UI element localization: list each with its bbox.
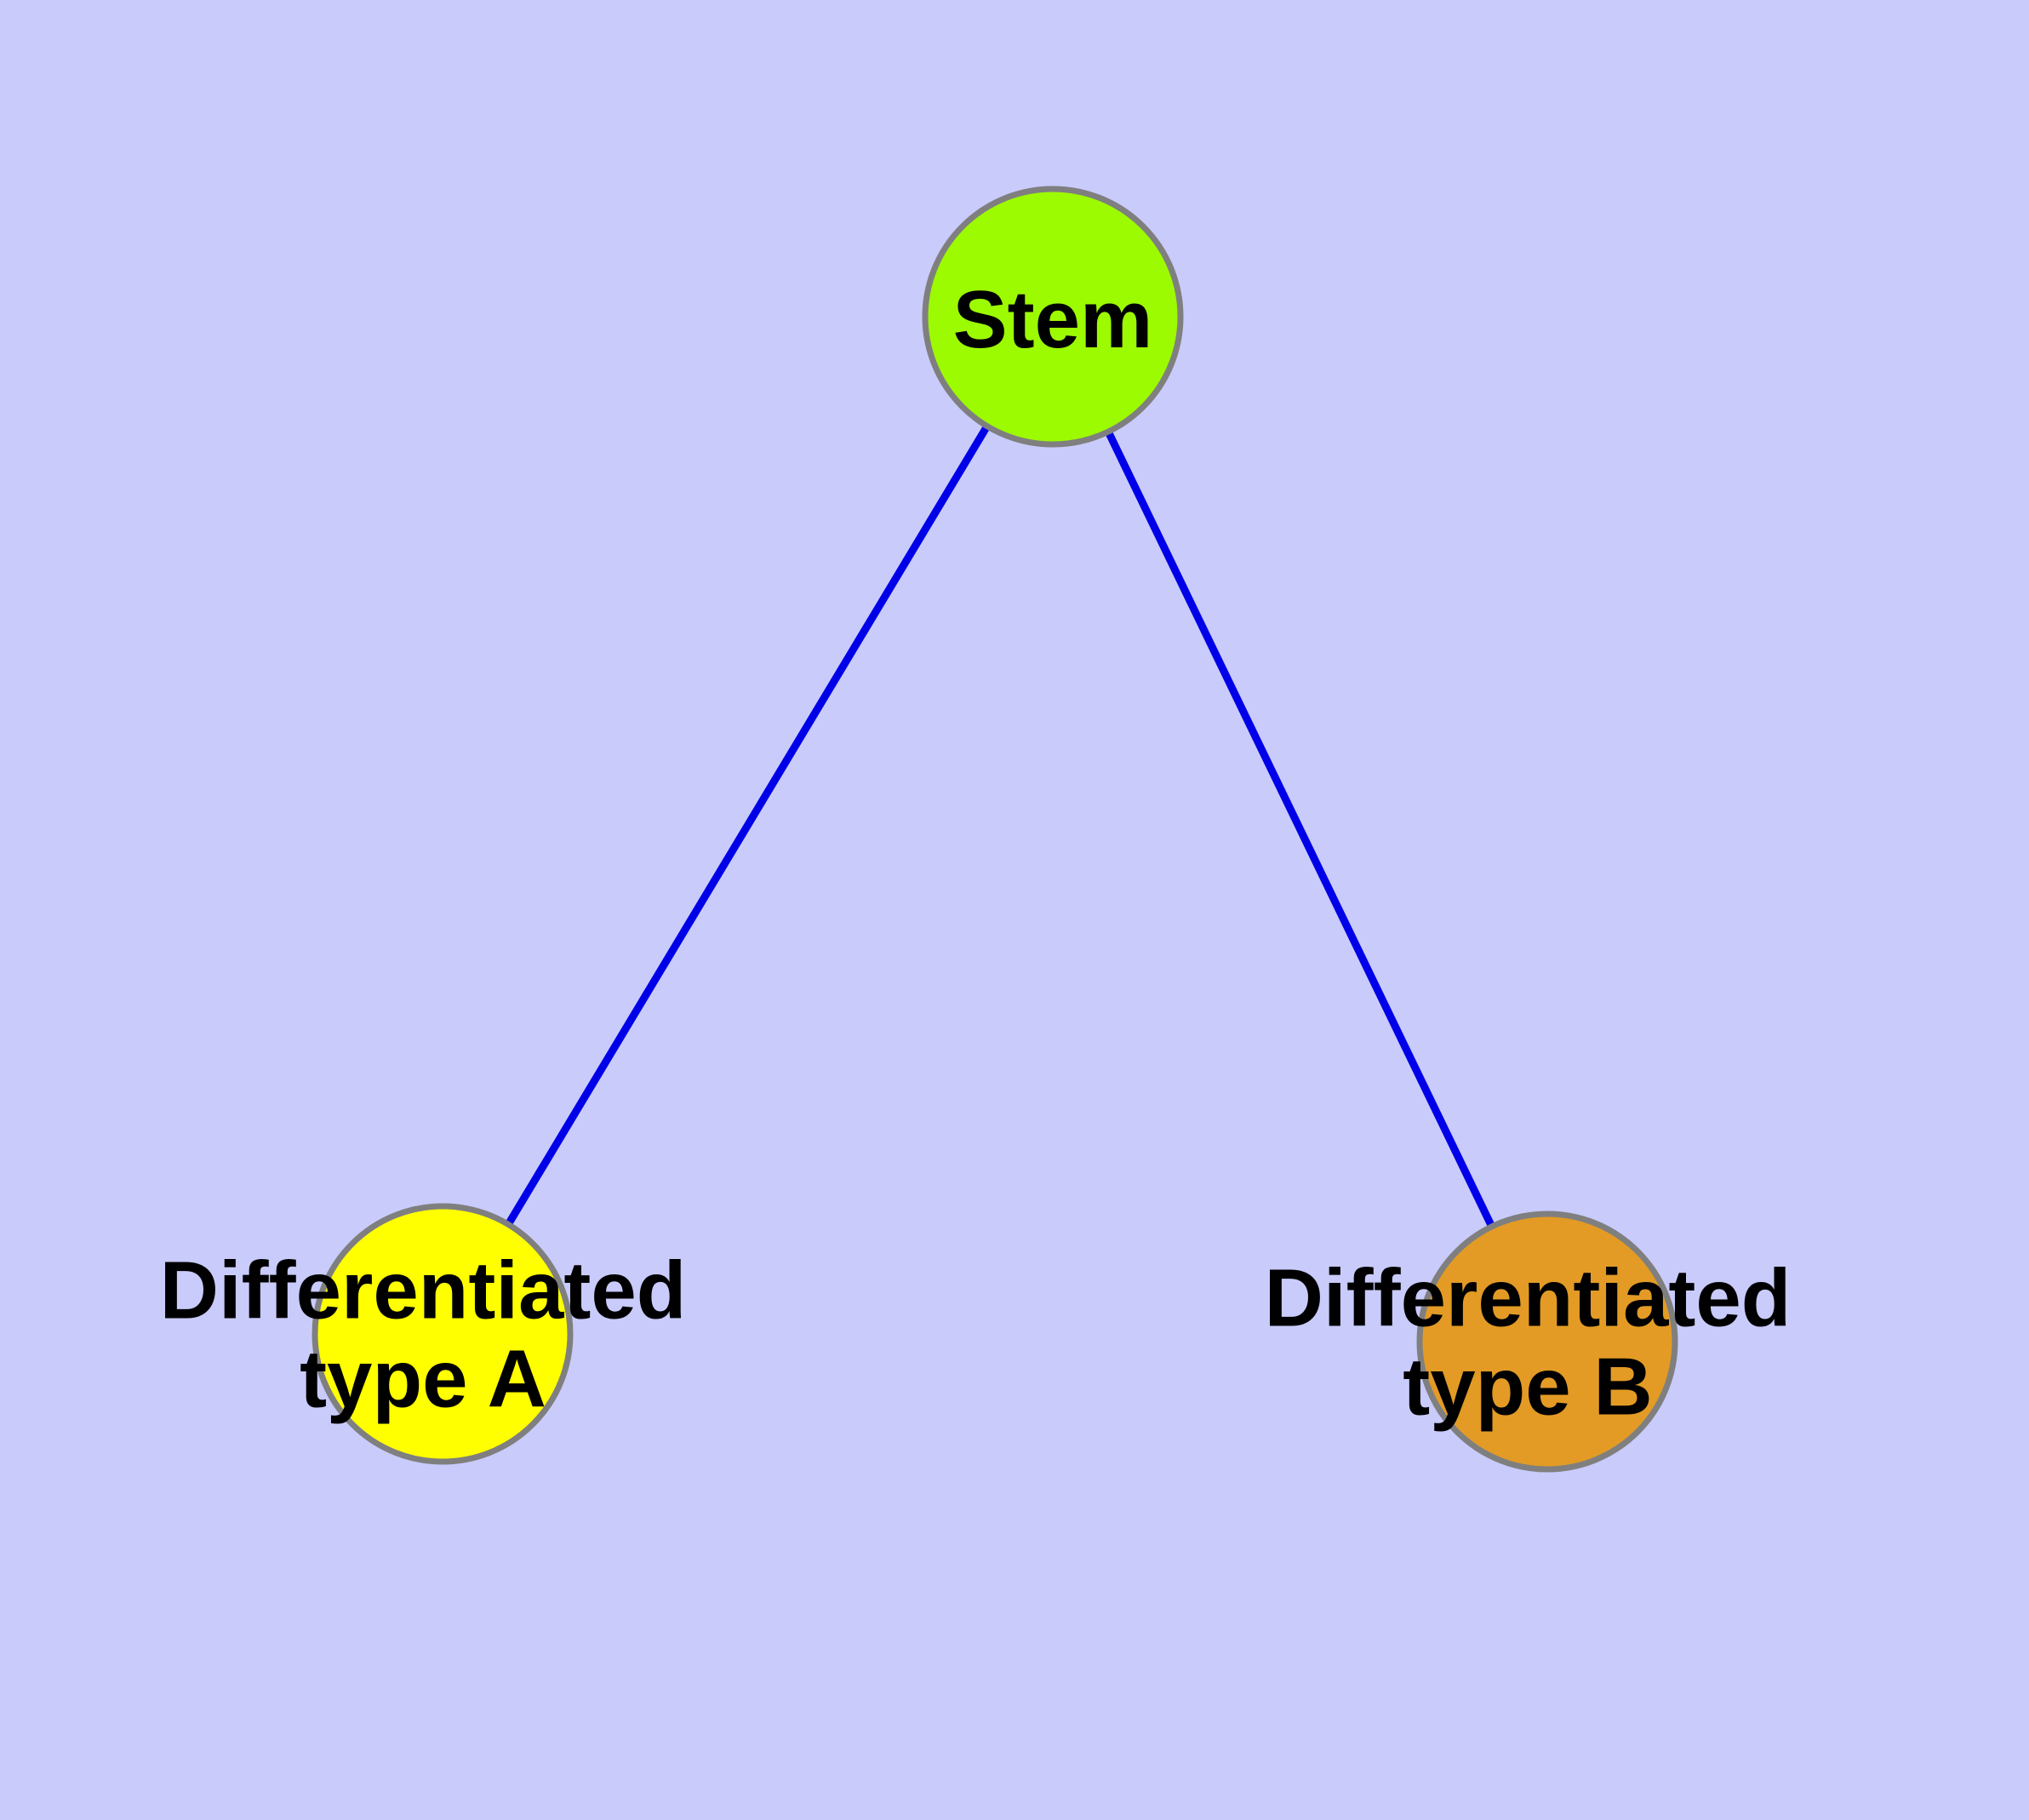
edge-layer <box>439 314 1552 1343</box>
node-stem[interactable] <box>922 186 1184 448</box>
node-differentiated-type-a[interactable] <box>311 1203 574 1465</box>
edge-stem-to-diff-a[interactable] <box>439 314 1056 1336</box>
node-layer <box>311 186 1678 1473</box>
edge-stem-to-diff-b[interactable] <box>1049 315 1552 1343</box>
node-differentiated-type-b[interactable] <box>1416 1210 1678 1473</box>
